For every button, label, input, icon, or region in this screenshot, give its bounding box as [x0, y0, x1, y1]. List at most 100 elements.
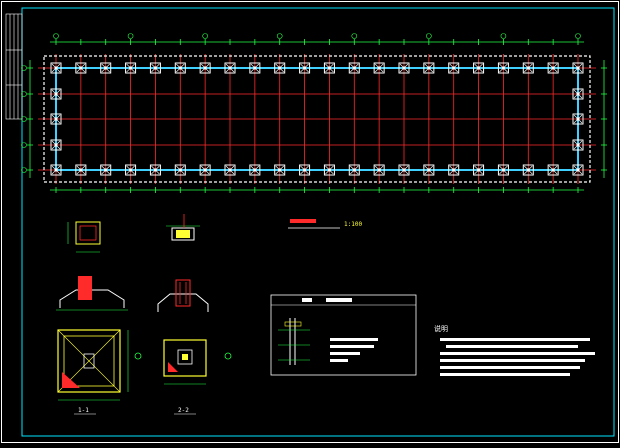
- column-pad: [50, 88, 62, 100]
- column-top-row: [100, 62, 112, 74]
- column-pad: [75, 164, 87, 176]
- column-base-plate-icon: [526, 168, 530, 172]
- column-base-plate-icon: [178, 66, 182, 70]
- column-top-row: [199, 62, 211, 74]
- column-base-plate-icon: [327, 168, 331, 172]
- anchor-detail-b: [171, 227, 195, 241]
- column-pad: [522, 62, 534, 74]
- column-pad: [423, 164, 435, 176]
- axis-bubble: [127, 33, 134, 39]
- column-base-plate-icon: [427, 66, 431, 70]
- footing-plan-1-inner: [63, 335, 115, 387]
- axis-bubble: [21, 167, 27, 173]
- column-base-plate-icon: [153, 66, 157, 70]
- footing-plan-1-hatch: [62, 372, 80, 388]
- column-base-plate-icon: [501, 66, 505, 70]
- column-pad: [50, 62, 62, 74]
- axis-bubble: [351, 33, 358, 39]
- column-pad: [249, 62, 261, 74]
- column-bottom-row: [348, 164, 360, 176]
- column-base-plate-icon: [303, 168, 307, 172]
- column-base-plate-icon: [54, 66, 58, 70]
- column-base-plate-icon: [253, 168, 257, 172]
- column-pad: [199, 164, 211, 176]
- column-pad: [224, 164, 236, 176]
- column-pad: [572, 62, 584, 74]
- column-base-plate-icon: [228, 168, 232, 172]
- column-pad: [50, 164, 62, 176]
- column-bottom-row: [299, 164, 311, 176]
- column-pad: [348, 62, 360, 74]
- column-base-plate-icon: [203, 168, 207, 172]
- column-base-plate-icon: [228, 66, 232, 70]
- column-bottom-row: [100, 164, 112, 176]
- column-pad: [572, 164, 584, 176]
- column-top-row: [547, 62, 559, 74]
- footing-plan-2-plate: [182, 354, 188, 360]
- column-top-row: [224, 62, 236, 74]
- column-pad: [149, 62, 161, 74]
- column-pad: [323, 62, 335, 74]
- column-base-plate-icon: [352, 168, 356, 172]
- column-bottom-row: [249, 164, 261, 176]
- column-bottom-row: [398, 164, 410, 176]
- column-pad: [100, 62, 112, 74]
- column-top-row: [149, 62, 161, 74]
- axis-bubble: [276, 33, 283, 39]
- axis-bubble: [21, 91, 27, 97]
- column-pad: [547, 62, 559, 74]
- axis-bubble: [21, 116, 27, 122]
- column-pad: [249, 164, 261, 176]
- column-base-plate-icon: [327, 66, 331, 70]
- column-base-plate-icon: [427, 168, 431, 172]
- plan-title-text: [290, 219, 316, 223]
- column-base-plate-icon: [551, 168, 555, 172]
- column-base-plate-icon: [551, 66, 555, 70]
- column-top-row: [448, 62, 460, 74]
- footing-plan-2: [163, 339, 207, 377]
- gable-column-left: [50, 113, 62, 125]
- notes-heading: 说明: [434, 324, 448, 333]
- foundation-outline: [43, 55, 591, 183]
- column-base-plate-icon: [501, 168, 505, 172]
- column-pad: [547, 164, 559, 176]
- axis-bubble: [575, 33, 581, 39]
- column-pad: [497, 164, 509, 176]
- column-pad: [373, 164, 385, 176]
- column-base-plate-icon: [526, 66, 530, 70]
- column-bottom-row: [572, 164, 584, 176]
- footing-plan-2-pier: [177, 349, 193, 365]
- column-base-plate-icon: [253, 66, 257, 70]
- column-pad: [274, 62, 286, 74]
- footing-plan-2-hatch: [168, 362, 178, 372]
- column-pad: [50, 113, 62, 125]
- column-base-plate-icon: [54, 168, 58, 172]
- column-base-plate-icon: [79, 168, 83, 172]
- column-pad: [174, 62, 186, 74]
- column-bottom-row: [149, 164, 161, 176]
- column-base-plate-icon: [576, 117, 580, 121]
- column-pad: [224, 62, 236, 74]
- drawing-border: [21, 7, 615, 437]
- axis-bubble: [21, 142, 27, 148]
- column-pad: [423, 62, 435, 74]
- column-base-plate-icon: [452, 66, 456, 70]
- column-bottom-row: [224, 164, 236, 176]
- footing-plan-1-pier: [83, 353, 95, 369]
- column-base-plate-icon: [576, 66, 580, 70]
- axis-bubble: [426, 33, 432, 39]
- gable-column-right: [572, 113, 584, 125]
- column-layout-plan: [21, 33, 607, 193]
- column-pad: [125, 62, 137, 74]
- general-notes: 说明: [434, 324, 595, 376]
- column-bottom-row: [125, 164, 137, 176]
- column-bottom-row: [547, 164, 559, 176]
- column-top-row: [398, 62, 410, 74]
- column-top-row: [423, 62, 435, 74]
- column-top-row: [50, 62, 62, 74]
- pier-section-left: [78, 276, 92, 300]
- column-top-row: [75, 62, 87, 74]
- column-bottom-row: [323, 164, 335, 176]
